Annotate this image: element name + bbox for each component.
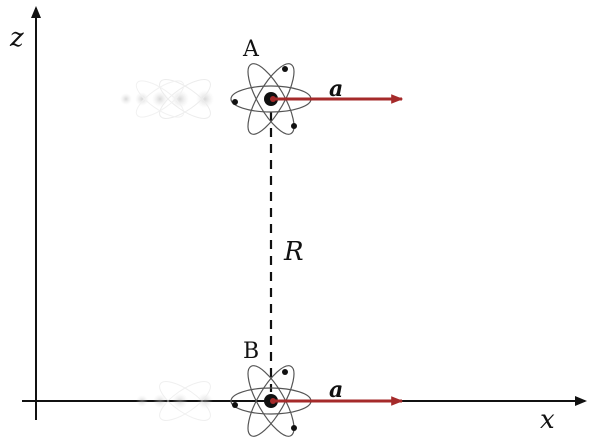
atom-b-icon (230, 365, 312, 437)
separation-label: R (283, 237, 304, 267)
atom-b-motion-trail (136, 381, 213, 421)
atom-a-motion-trail (120, 79, 214, 119)
x-axis-label: x (540, 405, 555, 435)
z-axis-label: z (9, 23, 24, 53)
atom-a-acceleration-label: a (329, 76, 343, 102)
atom-b-acceleration-label: a (329, 377, 343, 403)
atom-b-label: B (243, 339, 259, 364)
atom-a-label: A (242, 37, 260, 62)
atom-a-icon (230, 63, 312, 135)
